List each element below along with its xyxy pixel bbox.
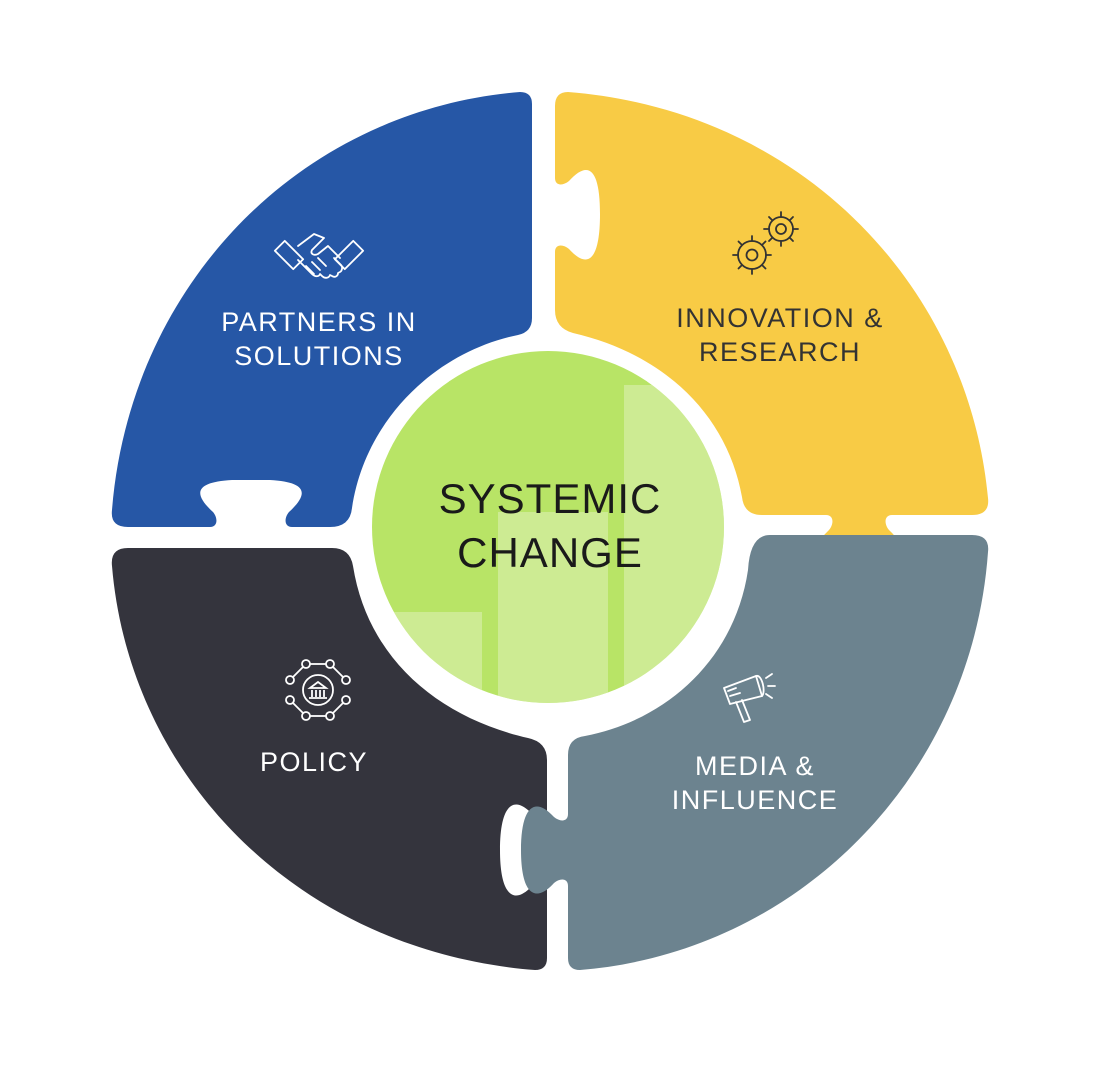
- government-network-icon: [285, 659, 351, 721]
- center-title-line2: CHANGE: [457, 529, 643, 576]
- segment-label-innovation: INNOVATION & RESEARCH: [640, 301, 920, 369]
- center-title-line1: SYSTEMIC: [438, 475, 662, 522]
- puzzle-piece-media: [521, 535, 989, 970]
- gears-icon: [732, 211, 799, 275]
- segment-label-partners-line1: PARTNERS IN: [221, 307, 417, 337]
- segment-label-media: MEDIA & INFLUENCE: [634, 749, 876, 817]
- segment-label-partners: PARTNERS IN SOLUTIONS: [180, 305, 458, 373]
- puzzle-piece-policy: [111, 548, 548, 970]
- segment-label-media-line2: INFLUENCE: [671, 785, 839, 815]
- center-title: SYSTEMIC CHANGE: [400, 472, 700, 580]
- segment-label-media-line1: MEDIA &: [694, 751, 816, 781]
- handshake-icon: [273, 233, 365, 279]
- puzzle-piece-partners: [111, 92, 533, 527]
- segment-label-partners-line2: SOLUTIONS: [234, 341, 404, 371]
- segment-label-policy-line1: POLICY: [259, 747, 369, 777]
- segment-label-innovation-line2: RESEARCH: [698, 337, 862, 367]
- puzzle-piece-innovation: [555, 92, 989, 578]
- segment-label-innovation-line1: INNOVATION &: [676, 303, 884, 333]
- megaphone-icon: [723, 673, 776, 723]
- segment-label-policy: POLICY: [214, 745, 414, 779]
